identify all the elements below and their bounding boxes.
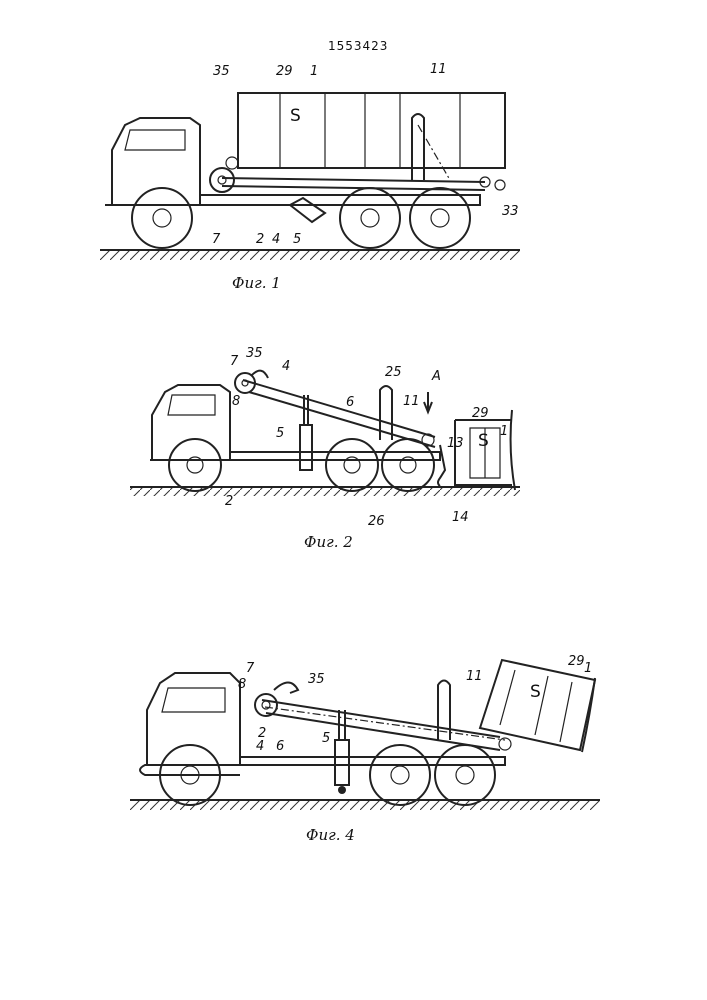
label-S: S bbox=[290, 106, 301, 126]
container bbox=[238, 93, 505, 168]
label-25: 25 bbox=[385, 365, 402, 380]
label-29: 29 bbox=[472, 406, 489, 421]
label-11: 11 bbox=[430, 62, 447, 77]
label-11: 11 bbox=[403, 394, 420, 409]
truck-frame bbox=[140, 757, 505, 775]
wheels bbox=[169, 439, 434, 491]
pivot bbox=[210, 168, 234, 192]
container-ribs bbox=[280, 93, 460, 168]
hook-35 bbox=[274, 683, 298, 694]
label-11: 11 bbox=[466, 669, 483, 684]
label-29: 29 bbox=[276, 64, 293, 79]
label-35: 35 bbox=[213, 64, 230, 79]
label-S: S bbox=[530, 682, 541, 702]
label-2: 2 bbox=[225, 494, 233, 509]
hook bbox=[226, 157, 238, 169]
figure-2-caption: Фиг. 2 bbox=[304, 533, 353, 551]
figure-1-caption: Фиг. 1 bbox=[232, 274, 281, 292]
label-6: 6 bbox=[276, 739, 284, 754]
pivot bbox=[255, 694, 277, 716]
label-S: S bbox=[478, 431, 489, 451]
truck-frame bbox=[150, 452, 440, 460]
label-5: 5 bbox=[276, 426, 284, 441]
patent-number: 1553423 bbox=[328, 39, 388, 53]
label-14: 14 bbox=[452, 510, 469, 525]
label-5: 5 bbox=[293, 232, 301, 247]
label-4: 4 bbox=[282, 359, 290, 374]
arrow-A bbox=[424, 392, 432, 412]
ground-hatching bbox=[100, 251, 520, 260]
label-13: 13 bbox=[447, 436, 464, 451]
tilting-arm bbox=[262, 700, 500, 750]
truck-cab bbox=[152, 385, 230, 460]
lever-11 bbox=[412, 114, 424, 180]
label-4: 4 bbox=[256, 739, 264, 754]
figure-1: S 35 29 1 11 7 2 4 5 33 Фиг. 1 bbox=[100, 62, 520, 292]
figure-4-caption: Фиг. 4 bbox=[306, 826, 355, 844]
label-7: 7 bbox=[212, 232, 221, 247]
container-tilted bbox=[480, 660, 595, 752]
hydraulic-cylinder-5 bbox=[300, 395, 312, 470]
hook-35 bbox=[252, 371, 268, 378]
cab-window bbox=[125, 130, 185, 150]
label-1: 1 bbox=[310, 64, 318, 79]
figure-2: S 7 35 4 8 6 25 A 11 29 1 5 13 2 26 14 Ф… bbox=[130, 346, 520, 551]
label-2: 2 bbox=[258, 726, 266, 741]
tilting-arm bbox=[243, 380, 435, 447]
cab-window bbox=[162, 688, 225, 712]
truck-cab bbox=[112, 118, 200, 205]
truck-cab bbox=[147, 673, 240, 765]
label-29: 29 bbox=[568, 654, 585, 669]
label-33: 33 bbox=[502, 204, 519, 219]
cab-window bbox=[168, 395, 215, 415]
hydraulic-cylinder-5 bbox=[335, 710, 349, 785]
label-35: 35 bbox=[246, 346, 263, 361]
label-A: A bbox=[431, 369, 441, 384]
label-5: 5 bbox=[322, 731, 330, 746]
label-7: 7 bbox=[246, 661, 255, 676]
label-8: 8 bbox=[238, 677, 246, 692]
hydraulic-cylinder-5 bbox=[290, 198, 325, 222]
label-4: 4 bbox=[272, 232, 280, 247]
label-2: 2 bbox=[256, 232, 264, 247]
label-1: 1 bbox=[500, 424, 508, 439]
label-1: 1 bbox=[584, 661, 592, 676]
label-6: 6 bbox=[346, 395, 354, 410]
label-8: 8 bbox=[232, 394, 240, 409]
figure-4: S 8 7 35 11 29 1 4 6 2 5 Фиг. 4 bbox=[130, 654, 600, 844]
label-26: 26 bbox=[368, 514, 385, 529]
label-7: 7 bbox=[230, 354, 239, 369]
label-35: 35 bbox=[308, 672, 325, 687]
